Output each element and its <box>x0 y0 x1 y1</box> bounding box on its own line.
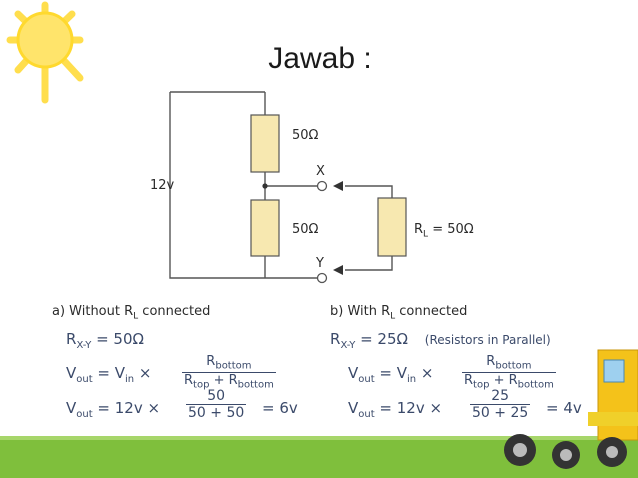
case-a-frac-den-b-sub: bottom <box>237 379 274 391</box>
source-voltage-label: 12v <box>150 178 175 193</box>
case-b-heading-sub: L <box>390 311 396 322</box>
formulas-section: a) Without RL connected RX-Y = 50Ω Vout … <box>0 296 638 436</box>
sun-decoration <box>6 1 84 104</box>
case-b-frac-num: Rbottom <box>462 354 556 373</box>
case-a-vout-eq: = V <box>92 364 126 382</box>
case-a-frac-den: Rtop + Rbottom <box>182 373 276 391</box>
case-b-rxy-r: R <box>330 330 341 348</box>
load-r: R <box>414 222 424 237</box>
case-a-vout-formula: Vout = Vin × <box>66 364 152 385</box>
case-b-vout-formula: Vout = Vin × <box>348 364 434 385</box>
case-a-rxy-value: = 50Ω <box>91 330 144 348</box>
case-a-frac-den-a-sub: top <box>193 379 210 391</box>
case-a-vout-numeric: Vout = 12v × <box>66 399 160 420</box>
case-b-symbolic-fraction: Rbottom Rtop + Rbottom <box>462 354 556 390</box>
case-a-result: = 6v <box>262 399 298 417</box>
case-a-vout-v: V <box>66 364 77 382</box>
case-b-vout-v: V <box>348 364 359 382</box>
arrow-y <box>333 265 343 275</box>
case-b-vout-sub: out <box>358 374 375 385</box>
case-a-rxy-r: R <box>66 330 77 348</box>
case-b-frac-den-b-sub: bottom <box>517 379 554 391</box>
case-b-numeric-num: 25 <box>470 388 531 405</box>
bottom-resistor <box>250 199 280 257</box>
load-resistor <box>377 197 407 257</box>
case-a-numeric-fraction: 50 50 + 50 <box>186 388 247 421</box>
case-b-vin-sub: in <box>407 374 417 385</box>
case-b-rxy-value: = 25Ω <box>355 330 408 348</box>
case-b-numeric-fraction: 25 50 + 25 <box>470 388 531 421</box>
top-resistor <box>250 114 280 173</box>
case-a-frac-num-r: R <box>206 354 216 369</box>
voltage-divider-circuit <box>169 91 407 284</box>
case-a-heading-post: connected <box>138 304 211 319</box>
case-a-vin-sub: in <box>125 374 135 385</box>
case-a-heading-sub: L <box>133 311 139 322</box>
node-y-label: Y <box>316 256 324 271</box>
bottom-resistor-label: 50Ω <box>292 222 319 237</box>
case-b-frac-num-r: R <box>486 354 496 369</box>
case-b-heading: b) With RL connected <box>330 304 467 322</box>
case-a-symbolic-fraction: Rbottom Rtop + Rbottom <box>182 354 276 390</box>
grass-footer <box>0 440 638 478</box>
case-a-rxy: RX-Y = 50Ω <box>66 330 144 351</box>
load-value: = 50Ω <box>428 222 474 237</box>
case-b-vout-eq: = V <box>374 364 408 382</box>
arrow-x <box>333 181 343 191</box>
case-b-rxy: RX-Y = 25Ω (Resistors in Parallel) <box>330 330 551 351</box>
case-a-times: × <box>134 364 152 382</box>
case-a-frac-num-sub: bottom <box>215 360 252 372</box>
case-b-frac-den: Rtop + Rbottom <box>462 373 556 391</box>
terminal-x <box>316 180 328 192</box>
case-b-rxy-note: (Resistors in Parallel) <box>424 333 551 347</box>
load-sub: L <box>423 229 429 240</box>
case-a-numeric-num: 50 <box>186 388 247 405</box>
terminal-y <box>316 272 328 284</box>
case-a-frac-den-b: + R <box>209 372 238 388</box>
node-x-label: X <box>316 164 325 179</box>
case-a-vout2-v: V <box>66 399 77 417</box>
left-wire <box>169 92 265 279</box>
case-b-vout2-eq: = 12v × <box>374 399 443 417</box>
case-a-frac-den-a: R <box>184 372 194 388</box>
case-b-frac-den-a: R <box>464 372 474 388</box>
load-resistor-label: RL = 50Ω <box>414 222 474 240</box>
case-b-vout2-sub: out <box>358 409 375 420</box>
case-a-frac-num: Rbottom <box>182 354 276 373</box>
case-b-vout2-v: V <box>348 399 359 417</box>
case-a-numeric-den: 50 + 50 <box>188 405 245 421</box>
case-b-rxy-sub: X-Y <box>340 340 356 351</box>
top-resistor-label: 50Ω <box>292 128 319 143</box>
case-b-frac-den-a-sub: top <box>473 379 490 391</box>
case-a-rxy-sub: X-Y <box>76 340 92 351</box>
case-b-heading-post: connected <box>395 304 468 319</box>
case-a-heading-pre: a) Without R <box>52 304 134 319</box>
case-b-result: = 4v <box>546 399 582 417</box>
slide-title: Jawab : <box>268 42 372 75</box>
case-b-times: × <box>416 364 434 382</box>
case-a-vout2-eq: = 12v × <box>92 399 161 417</box>
case-b-vout-numeric: Vout = 12v × <box>348 399 442 420</box>
case-b-numeric-den: 50 + 25 <box>472 405 529 421</box>
case-a-vout2-sub: out <box>76 409 93 420</box>
case-b-frac-den-b: + R <box>489 372 518 388</box>
case-b-heading-pre: b) With R <box>330 304 391 319</box>
case-b-frac-num-sub: bottom <box>495 360 532 372</box>
case-a-heading: a) Without RL connected <box>52 304 210 322</box>
case-a-vout-sub: out <box>76 374 93 385</box>
